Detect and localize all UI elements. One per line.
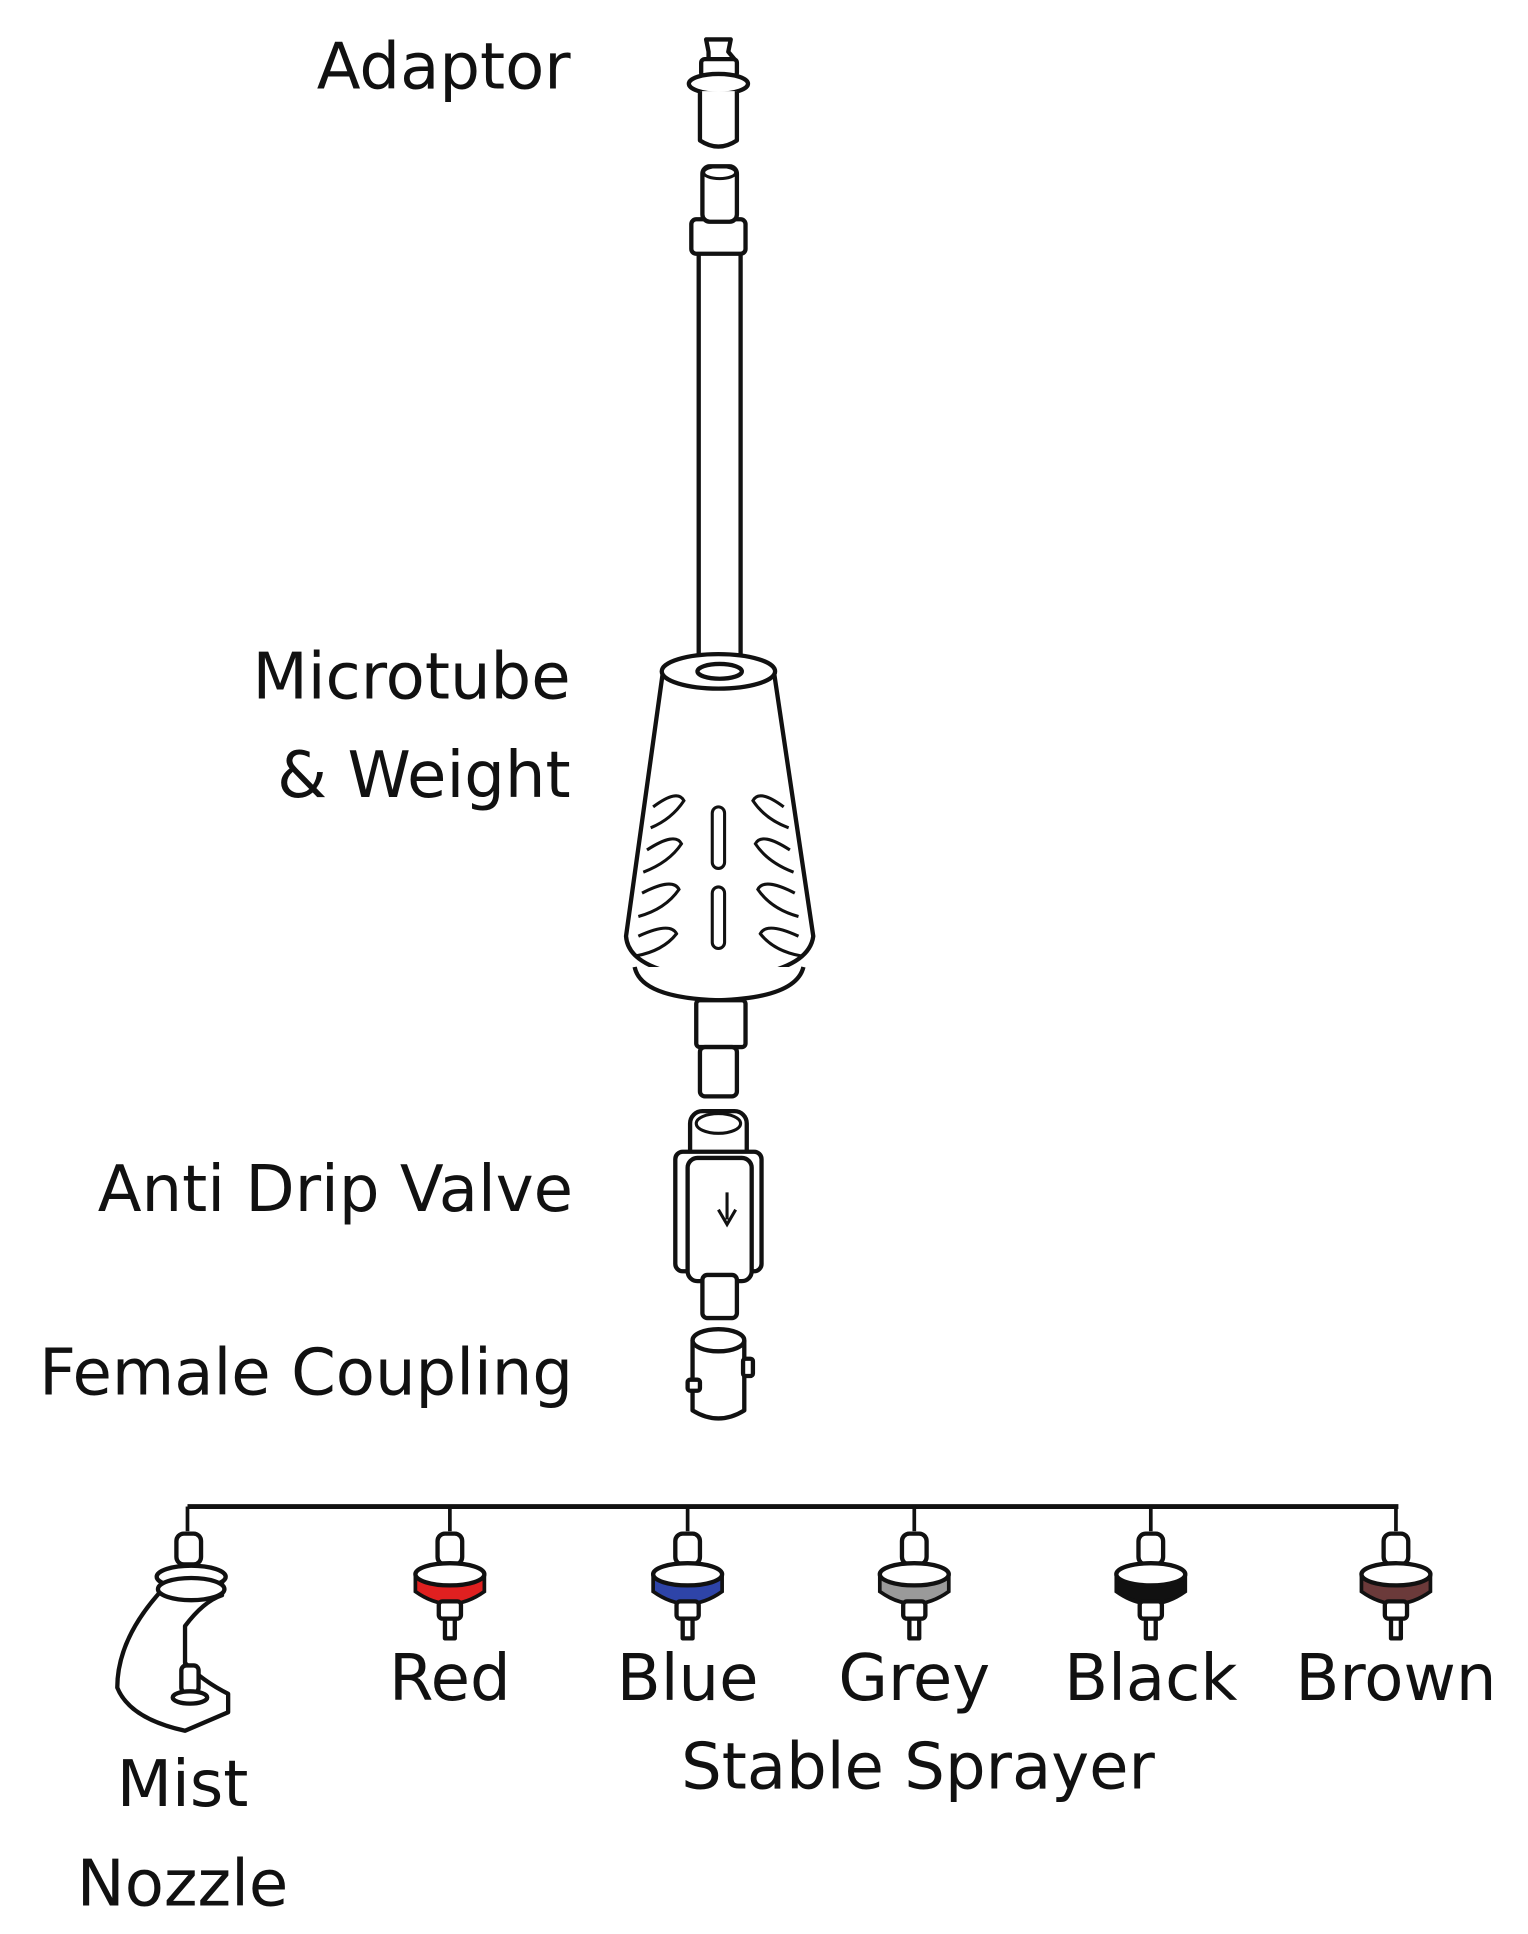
mist-nozzle-label-line1: Mist bbox=[117, 1748, 249, 1822]
anti-drip-valve-label: Anti Drip Valve bbox=[98, 1153, 573, 1227]
sprayer-stem bbox=[442, 1616, 457, 1641]
sprayer-collar bbox=[1137, 1599, 1165, 1621]
sprayer-disc bbox=[1114, 1561, 1188, 1588]
female-coupling-part bbox=[685, 1327, 756, 1421]
sprayer-collar bbox=[1382, 1599, 1410, 1621]
sprayer-tip bbox=[1381, 1531, 1411, 1567]
sprayer-black: Black bbox=[1064, 1506, 1237, 1716]
sprayer-label: Blue bbox=[617, 1642, 759, 1716]
microtube-part bbox=[689, 164, 748, 686]
sprayer-disc bbox=[650, 1561, 725, 1588]
sprayer-tip bbox=[435, 1531, 465, 1567]
sprayer-label: Black bbox=[1064, 1642, 1237, 1716]
sprayer-collar bbox=[436, 1599, 464, 1621]
adaptor-part bbox=[686, 37, 751, 149]
sprayer-disc bbox=[1359, 1561, 1433, 1588]
mist-nozzle-part bbox=[115, 1531, 231, 1733]
sprayer-collar bbox=[901, 1599, 928, 1621]
sprayer-tip bbox=[899, 1531, 929, 1567]
mist-nozzle-label-line2: Nozzle bbox=[77, 1848, 289, 1922]
sprayer-bracket bbox=[185, 1504, 1399, 1532]
sprayer-stem bbox=[680, 1616, 695, 1641]
stable-sprayer-label: Stable Sprayer bbox=[681, 1731, 1155, 1805]
sprayer-red: Red bbox=[389, 1506, 511, 1716]
microtube-label-line1: Microtube bbox=[252, 640, 570, 714]
sprayer-stem bbox=[1388, 1616, 1404, 1641]
sprayer-blue: Blue bbox=[617, 1506, 759, 1716]
sprayer-disc bbox=[877, 1561, 951, 1588]
sprayer-label: Grey bbox=[838, 1642, 990, 1716]
sprayer-stem bbox=[1143, 1616, 1158, 1641]
female-coupling-label: Female Coupling bbox=[39, 1336, 573, 1410]
sprayer-collar bbox=[674, 1599, 701, 1621]
microtube-label-line2: & Weight bbox=[277, 739, 570, 813]
weight-part bbox=[623, 651, 816, 1099]
sprayer-tip bbox=[1136, 1531, 1166, 1567]
sprayer-label: Red bbox=[389, 1642, 511, 1716]
sprayer-label: Brown bbox=[1295, 1642, 1496, 1716]
sprayer-stem bbox=[907, 1616, 922, 1641]
sprayer-grey: Grey bbox=[838, 1506, 990, 1716]
sprayer-tip bbox=[673, 1531, 703, 1567]
sprayer-brown: Brown bbox=[1295, 1506, 1496, 1716]
sprayer-disc bbox=[413, 1561, 487, 1588]
anti-drip-valve-part bbox=[673, 1108, 764, 1321]
adaptor-label: Adaptor bbox=[317, 31, 572, 105]
mist-nozzle-head bbox=[154, 1531, 228, 1603]
stable-sprayers: Red Blue Grey Black Brown bbox=[389, 1506, 1496, 1716]
